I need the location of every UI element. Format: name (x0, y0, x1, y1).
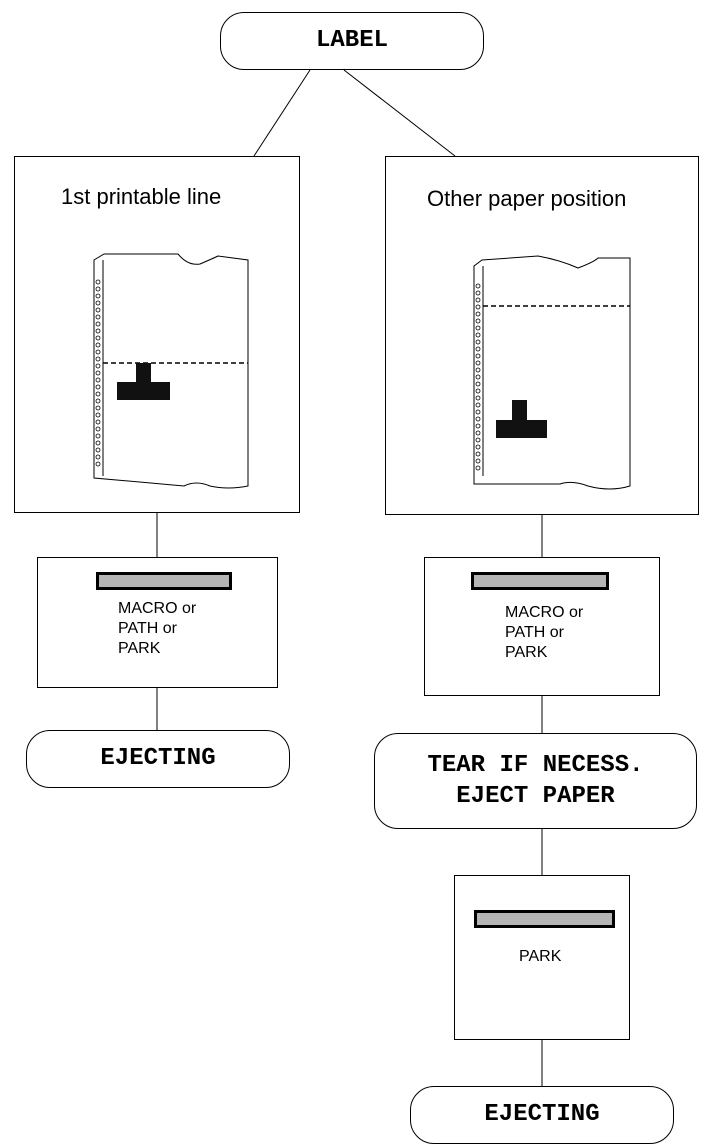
right-ejecting-node: EJECTING (410, 1086, 674, 1144)
sprocket-hole (475, 402, 481, 408)
sprocket-hole (475, 374, 481, 380)
sprocket-hole (95, 328, 101, 334)
sprocket-hole (475, 339, 481, 345)
left-ejecting-node: EJECTING (26, 730, 290, 788)
sprocket-hole (95, 321, 101, 327)
sprocket-hole (95, 440, 101, 446)
print-head-icon (117, 363, 170, 400)
sprocket-hole (475, 346, 481, 352)
sprocket-hole (95, 363, 101, 369)
sprocket-hole (475, 283, 481, 289)
sprocket-hole (475, 325, 481, 331)
sprocket-hole (475, 353, 481, 359)
right-ejecting-text: EJECTING (484, 1101, 600, 1129)
sprocket-hole (95, 426, 101, 432)
sprocket-hole (95, 335, 101, 341)
sprocket-hole (95, 307, 101, 313)
left-key-text: MACRO or PATH or PARK (118, 600, 197, 657)
sprocket-hole (475, 465, 481, 471)
sprocket-hole (95, 412, 101, 418)
sprocket-hole (95, 419, 101, 425)
right-panel-caption: Other paper position (427, 186, 627, 211)
sprocket-hole (475, 304, 481, 310)
right-key-bar (471, 572, 609, 590)
sprocket-hole (475, 430, 481, 436)
sprocket-hole (95, 349, 101, 355)
park-key-bar (474, 910, 615, 928)
sprocket-hole (475, 409, 481, 415)
sprocket-hole (95, 370, 101, 376)
sprocket-hole (95, 433, 101, 439)
sprocket-hole (475, 318, 481, 324)
sprocket-hole (475, 332, 481, 338)
sprocket-hole (95, 293, 101, 299)
sprocket-hole (95, 314, 101, 320)
sprocket-hole (95, 405, 101, 411)
label-node: LABEL (220, 12, 484, 70)
sprocket-hole (475, 297, 481, 303)
label-node-text: LABEL (315, 27, 388, 55)
sprocket-hole (95, 377, 101, 383)
tear-eject-message-node: TEAR IF NECESS. EJECT PAPER (374, 733, 697, 829)
sprocket-hole (475, 444, 481, 450)
left-ejecting-text: EJECTING (100, 745, 216, 773)
sprocket-hole (475, 367, 481, 373)
sprocket-hole (475, 451, 481, 457)
left-panel-caption: 1st printable line (61, 184, 222, 209)
sprocket-hole (95, 384, 101, 390)
sprocket-hole (475, 381, 481, 387)
left-key-bar (96, 572, 232, 590)
sprocket-hole (475, 290, 481, 296)
sprocket-hole (95, 279, 101, 285)
sprocket-hole (95, 356, 101, 362)
sprocket-hole (95, 461, 101, 467)
sprocket-hole (475, 311, 481, 317)
sprocket-hole (95, 447, 101, 453)
connector-label-right (343, 69, 456, 157)
paper-sheet-first-line (93, 253, 249, 489)
sprocket-hole (95, 454, 101, 460)
sprocket-hole (475, 395, 481, 401)
tear-eject-message-text: TEAR IF NECESS. EJECT PAPER (427, 751, 644, 810)
sprocket-hole (475, 423, 481, 429)
sprocket-hole (475, 458, 481, 464)
sprocket-hole (475, 388, 481, 394)
print-head-icon (496, 400, 547, 438)
sprocket-hole (475, 437, 481, 443)
sprocket-hole (475, 360, 481, 366)
sprocket-hole (95, 286, 101, 292)
connector-label-left (253, 69, 311, 157)
sprocket-hole (475, 416, 481, 422)
sprocket-hole (95, 391, 101, 397)
right-key-text: MACRO or PATH or PARK (505, 604, 584, 661)
sprocket-hole (95, 398, 101, 404)
park-key-box (454, 875, 630, 1040)
park-key-text: PARK (519, 948, 562, 965)
sprocket-hole (95, 300, 101, 306)
paper-sheet-other-position (473, 255, 631, 490)
sprocket-hole (95, 342, 101, 348)
